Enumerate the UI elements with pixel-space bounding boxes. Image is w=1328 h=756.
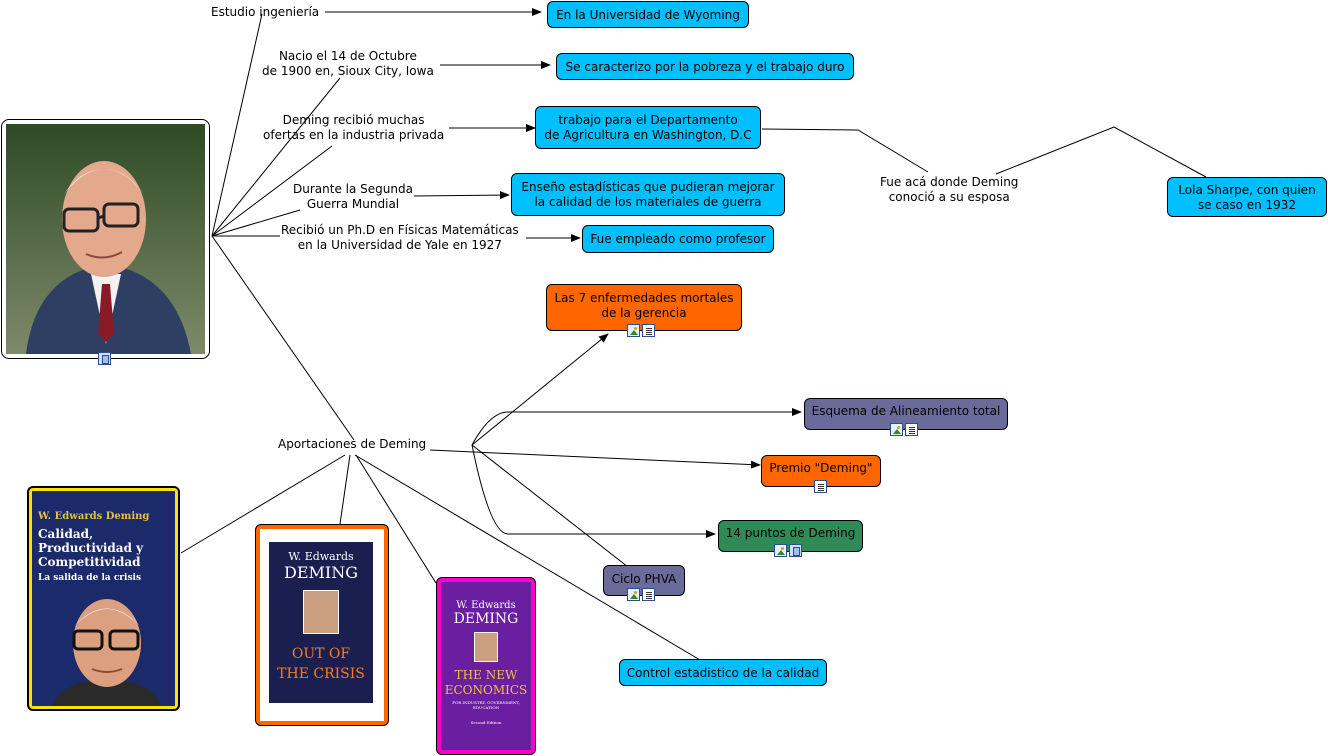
book-crisis-author: W. Edwards [288, 550, 354, 563]
book-economics-surname: Deming [453, 611, 519, 627]
book-economics[interactable]: W. Edwards Deming The NewEconomics For I… [436, 577, 536, 755]
book-economics-edition: Second Edition [470, 720, 502, 725]
image-icon[interactable] [890, 423, 903, 436]
document-icon[interactable] [905, 423, 918, 436]
phva-attachments[interactable] [627, 588, 655, 601]
book-calidad-author: W. Edwards Deming [38, 511, 150, 522]
document-icon[interactable] [642, 588, 655, 601]
book-crisis-surname: Deming [284, 563, 358, 582]
node-pobreza[interactable]: Se caracterizo por la pobreza y el traba… [556, 53, 854, 80]
portrait-image [6, 124, 205, 354]
film-icon[interactable] [789, 544, 802, 557]
book-economics-cover: W. Edwards Deming The NewEconomics For I… [441, 582, 531, 750]
link-ofertas [211, 145, 333, 237]
document-icon[interactable] [642, 324, 655, 337]
book-calidad[interactable]: W. Edwards Deming Calidad,Productividad … [27, 486, 180, 711]
book-crisis-cover: W. Edwards Deming Out ofthe Crisis [269, 542, 373, 703]
deming-portrait[interactable] [1, 119, 210, 359]
film-icon[interactable] [98, 352, 111, 365]
label-aportaciones: Aportaciones de Deming [278, 437, 427, 451]
book-crisis-title: Out ofthe Crisis [277, 646, 365, 682]
link-estudio [211, 13, 263, 237]
book-economics-subtitle: For Industry, Government, Education [452, 700, 520, 710]
link-aportaciones [211, 235, 355, 441]
node-estadisticas[interactable]: Enseño estadísticas que pudieran mejorar… [511, 173, 785, 216]
image-icon[interactable] [627, 324, 640, 337]
book-economics-photo [474, 632, 498, 662]
premio-attachments[interactable] [814, 480, 827, 493]
node-wyoming[interactable]: En la Universidad de Wyoming [547, 1, 749, 28]
book-crisis-frame: W. Edwards Deming Out ofthe Crisis [260, 529, 384, 721]
book-economics-title: The NewEconomics [444, 668, 528, 697]
node-puntos[interactable]: 14 puntos de Deming [718, 520, 863, 552]
book-crisis[interactable]: W. Edwards Deming Out ofthe Crisis [255, 524, 389, 726]
puntos-attachments[interactable] [774, 544, 802, 557]
book-crisis-photo [303, 590, 339, 634]
book-calidad-subtitle: La salida de la crisis [38, 573, 142, 583]
book-calidad-portrait [52, 599, 162, 706]
document-icon[interactable] [814, 480, 827, 493]
node-profesor[interactable]: Fue empleado como profesor [582, 225, 774, 253]
portrait-attachments[interactable] [98, 352, 111, 365]
book-economics-author: W. Edwards [456, 600, 516, 611]
link-guerra [211, 209, 301, 237]
label-estudio: Estudio ingeniería [211, 5, 320, 19]
alineamiento-attachments[interactable] [890, 423, 918, 436]
node-control[interactable]: Control estadistico de la calidad [619, 659, 827, 686]
image-icon[interactable] [627, 588, 640, 601]
book-calidad-cover: W. Edwards Deming Calidad,Productividad … [32, 491, 175, 706]
link-nacio [211, 77, 341, 237]
enfermedades-attachments[interactable] [627, 324, 655, 337]
image-icon[interactable] [774, 544, 787, 557]
